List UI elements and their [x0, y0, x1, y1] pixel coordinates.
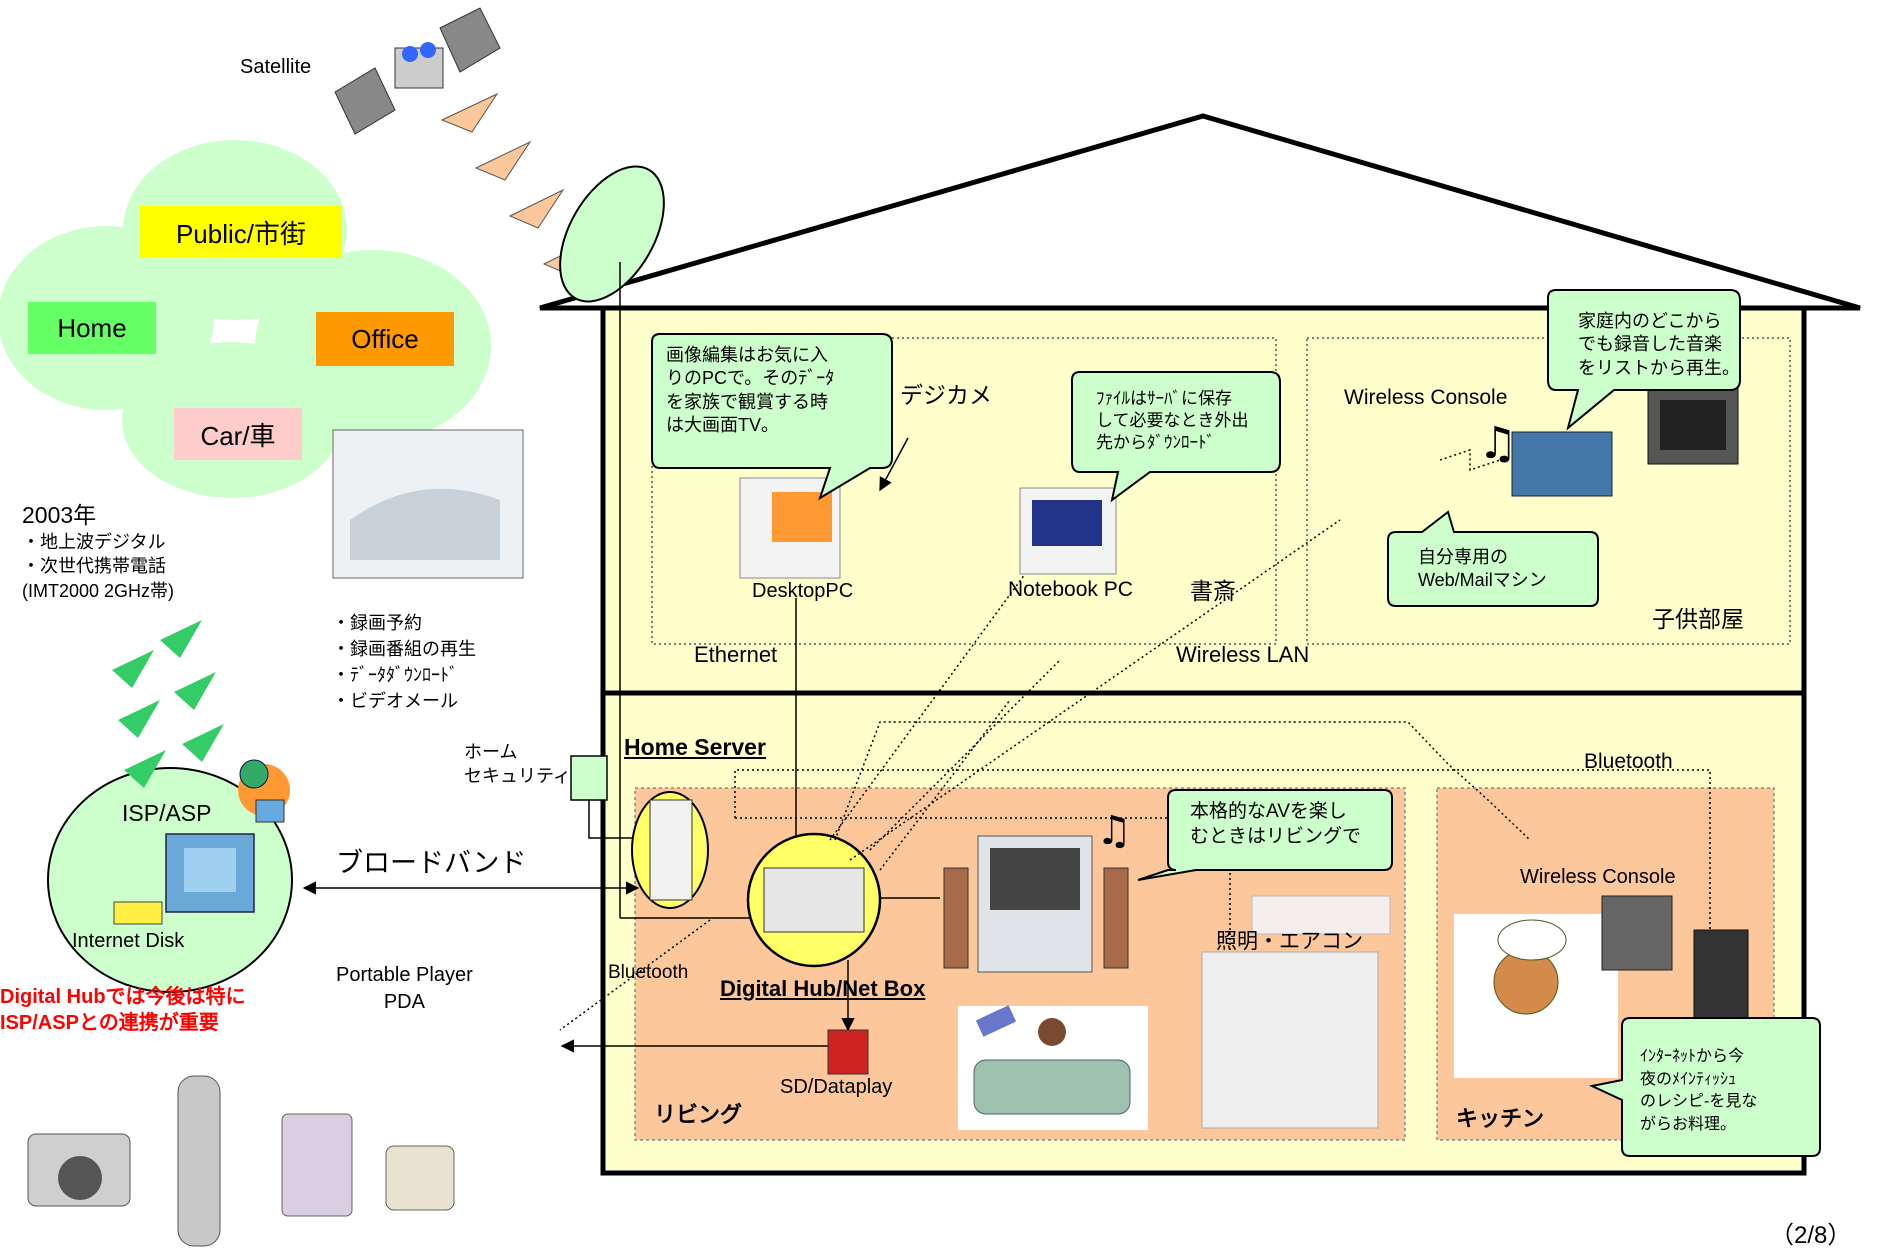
callout-web-shape: [1387, 510, 1599, 607]
globe-inner: [239, 759, 269, 789]
services-items: ・録画予約 ・録画番組の再生 ・ﾃﾞｰﾀﾀﾞｳﾝﾛｰﾄﾞ ・ビデオメール: [332, 613, 476, 712]
security-device: [570, 755, 608, 801]
year-label: 2003年: [22, 502, 97, 528]
sofa-icon: [973, 1059, 1131, 1115]
callout-photo-text: 画像編集はお気に入 りのPCで。そのﾃﾞｰﾀ を家族で観賞する時 は大画面TV。: [666, 345, 835, 436]
pc-mini-icon: [255, 799, 285, 823]
camera-lens: [58, 1156, 102, 1200]
remote-icon: [975, 1005, 1017, 1037]
wireless-console-icon: [1601, 895, 1673, 971]
sd-card-icon: [827, 1029, 869, 1075]
internet-disk-label: Internet Disk: [72, 930, 185, 952]
callout-av-text: 本格的なAVを楽し むときはリビングで: [1190, 801, 1362, 847]
notebook-pc-screen: [1032, 500, 1102, 546]
room-photo: [1201, 951, 1379, 1129]
phone-icon: [177, 1075, 221, 1247]
digicam-label: デジカメ: [900, 382, 992, 408]
office-label: Office: [316, 312, 454, 366]
callout-web-text: 自分専用の Web/Mailマシン: [1418, 547, 1547, 591]
callout-av-shape: [1137, 789, 1393, 881]
dish-antenna: [559, 165, 665, 303]
timeline-items: ・地上波デジタル ・次世代携帯電話 (IMT2000 2GHz帯): [22, 532, 175, 601]
signal-triangle-green: [174, 672, 216, 710]
building-detail: [184, 848, 236, 892]
callout-music-text: 家庭内のどこから でも録音した音楽 をリストから再生。: [1578, 311, 1740, 378]
callout-recipe-text: ｲﾝﾀｰﾈｯﾄから今 夜のﾒｲﾝﾃｨｯｼｭ のレシピ-を見な がらお料理。: [1640, 1048, 1758, 1134]
ethernet-label: Ethernet: [694, 642, 778, 667]
wireless-line: [829, 569, 1029, 841]
music-note-icon: ♫: [1478, 418, 1517, 469]
signal-triangle: [474, 140, 532, 181]
broadband-label: ブロードバンド: [336, 848, 527, 878]
upper-wireless-console-label: Wireless Console: [1344, 386, 1508, 409]
signal-triangle-green: [124, 750, 166, 788]
callout-photo-shape: [651, 333, 893, 501]
big-tv-screen: [990, 848, 1080, 910]
music-note-icon: ♫: [1096, 808, 1132, 854]
security-cable: [588, 800, 640, 839]
speaker-right-icon: [1103, 867, 1129, 969]
isp-label: ISP/ASP: [122, 800, 212, 826]
person-icon: [1038, 1018, 1066, 1046]
callout-recipe-shape: [1588, 1017, 1821, 1157]
page-number: （2/8）: [1770, 1222, 1852, 1249]
callout-music-shape: [1547, 289, 1741, 431]
crt-tv-screen: [1660, 400, 1726, 450]
living-label: リビング: [654, 1102, 743, 1127]
digital-hub-icon: [763, 867, 865, 933]
signal-triangle: [440, 92, 499, 133]
notebook-pc-label: Notebook PC: [1008, 578, 1133, 601]
callout-file-text: ﾌｧｲﾙはｻｰﾊﾞに保存 して必要なとき外出 先からﾀﾞｳﾝﾛｰﾄﾞ: [1096, 389, 1249, 453]
portable-label: Portable Player PDA: [336, 964, 473, 1013]
study-label: 書斎: [1190, 578, 1236, 604]
car-nav-detail: [350, 488, 500, 560]
signal-triangle-green: [118, 700, 160, 738]
desktop-pc-screen: [772, 492, 832, 542]
home-server-label: Home Server: [624, 734, 766, 760]
signal-triangle: [508, 188, 565, 229]
speaker-left-icon: [943, 867, 969, 969]
kitchen-label: キッチン: [1456, 1106, 1545, 1131]
bluetooth-line: [834, 721, 1531, 841]
home-label: Home: [28, 302, 156, 354]
coffee-maker-icon: [1693, 929, 1749, 1021]
player-icon: [385, 1145, 455, 1211]
satellite-icon: [334, 7, 501, 135]
desktop-pc-label: DesktopPC: [752, 580, 854, 602]
house-roof: [539, 113, 1861, 311]
isp-note: Digital Hubでは今後は特に ISP/ASPとの連携が重要: [0, 986, 246, 1034]
car-label: Car/車: [174, 408, 302, 460]
kids-wireless-line: [1439, 448, 1501, 472]
home-server-icon: [649, 799, 693, 901]
callout-file-shape: [1071, 371, 1281, 503]
wireless-line: [879, 699, 1011, 871]
digicam-arrow: [879, 437, 909, 492]
pda-icon: [281, 1113, 353, 1217]
aircon-icon: [1251, 895, 1391, 935]
sd-label: SD/Dataplay: [780, 1076, 893, 1098]
disk-body: [113, 901, 163, 925]
security-label: ホーム セキュリティ: [464, 742, 571, 787]
satellite-label: Satellite: [240, 56, 312, 78]
chef-hat: [1497, 919, 1567, 961]
stereo-icon: [1511, 431, 1613, 497]
kids-room-label: 子供部屋: [1652, 606, 1744, 632]
bluetooth-top-label: Bluetooth: [1584, 750, 1673, 773]
signal-triangle-green: [160, 620, 202, 658]
study-room: [651, 337, 1277, 645]
signal-triangle-green: [112, 650, 154, 688]
wireless-lan-label: Wireless LAN: [1176, 642, 1310, 667]
digital-hub-label: Digital Hub/Net Box: [720, 976, 926, 1001]
public-label: Public/市街: [140, 206, 342, 258]
signal-triangle-green: [182, 724, 224, 762]
bluetooth-line: [559, 919, 711, 1031]
bluetooth-line: [734, 769, 1711, 950]
bluetooth-left-label: Bluetooth: [608, 962, 689, 983]
kitchen-wireless-console-label: Wireless Console: [1520, 866, 1676, 888]
lighting-label: 照明・エアコン: [1216, 930, 1363, 953]
